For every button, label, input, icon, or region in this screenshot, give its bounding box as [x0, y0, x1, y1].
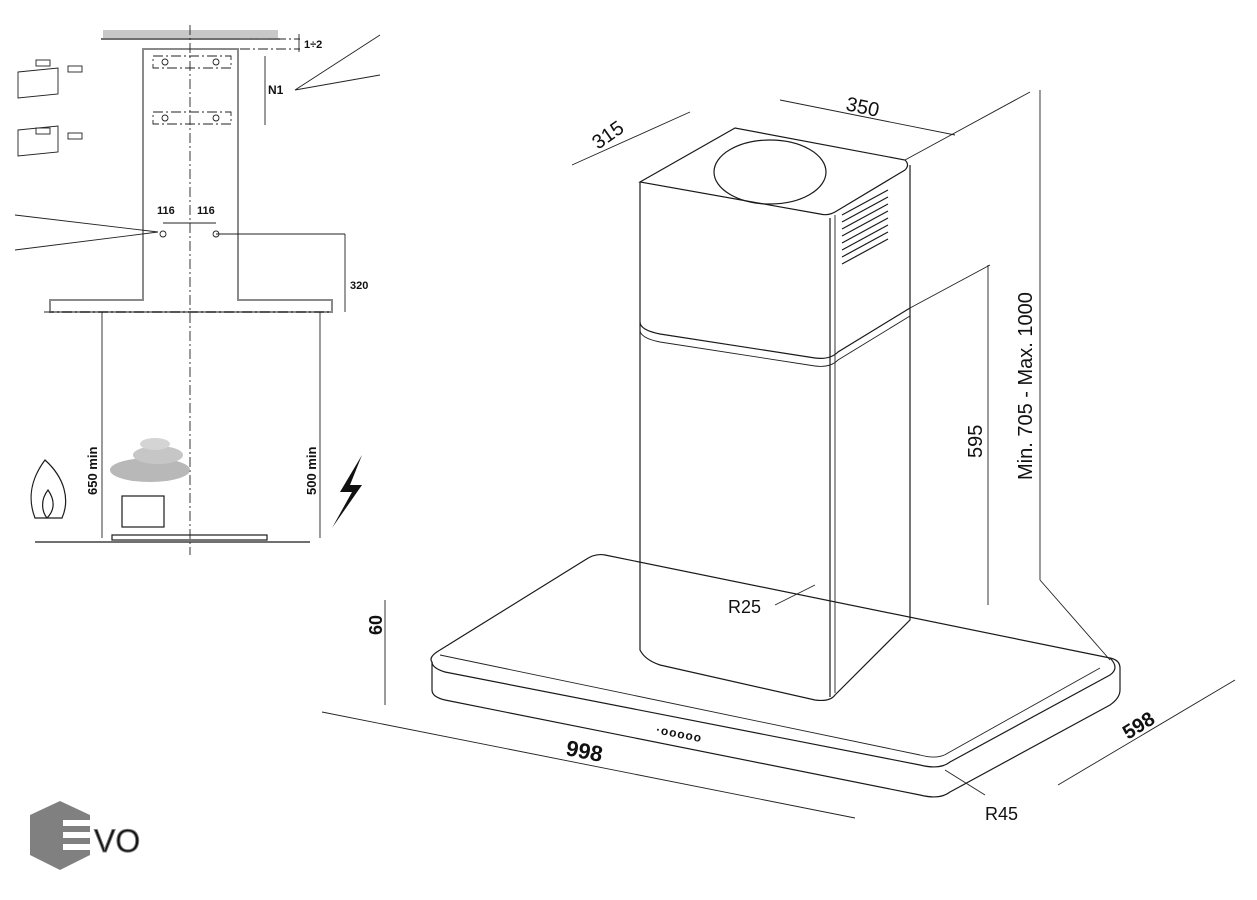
- hole-left-label: 116: [157, 205, 175, 217]
- min-electric-label: 500 min: [304, 447, 319, 495]
- hole-height-label: 320: [350, 280, 368, 292]
- n1-label: N1: [268, 83, 284, 97]
- radius-canopy-label: R45: [985, 804, 1018, 824]
- hole-right-label: 116: [197, 205, 215, 217]
- dim-598: 598: [1119, 708, 1159, 744]
- gap-label: 1÷2: [304, 39, 322, 51]
- evo-logo-text: VO: [94, 823, 140, 859]
- dim-595: 595: [965, 425, 987, 458]
- chimney: [639, 165, 911, 702]
- dim-60: 60: [366, 615, 386, 635]
- dim-total-height: Min. 705 - Max. 1000: [1015, 292, 1037, 480]
- control-buttons: ·ooooo: [655, 723, 703, 746]
- electric-icon: [332, 455, 362, 528]
- ceiling: [103, 30, 278, 38]
- radius-chimney-label: R25: [728, 597, 761, 617]
- hood-drawing: ·ooooo 315 350 Min. 705 - Max. 1000 595 …: [321, 90, 1236, 824]
- vent-grille: [841, 189, 889, 265]
- dim-350: 350: [844, 93, 881, 121]
- min-gas-label: 650 min: [85, 447, 100, 495]
- duct-opening: [713, 139, 827, 205]
- chimney-top: [638, 127, 909, 216]
- fire-icon: [30, 459, 67, 519]
- evo-logo: VO: [30, 801, 141, 870]
- hood-outline: [49, 48, 333, 313]
- wall-bracket-icon: [17, 59, 83, 157]
- installation-diagram: 1÷2 N1 116 116 320 650 min 500 min: [14, 25, 381, 555]
- canopy: [430, 553, 1121, 798]
- dim-315: 315: [588, 117, 628, 154]
- pot-steam-icon: [110, 438, 190, 528]
- dim-998: 998: [564, 735, 605, 767]
